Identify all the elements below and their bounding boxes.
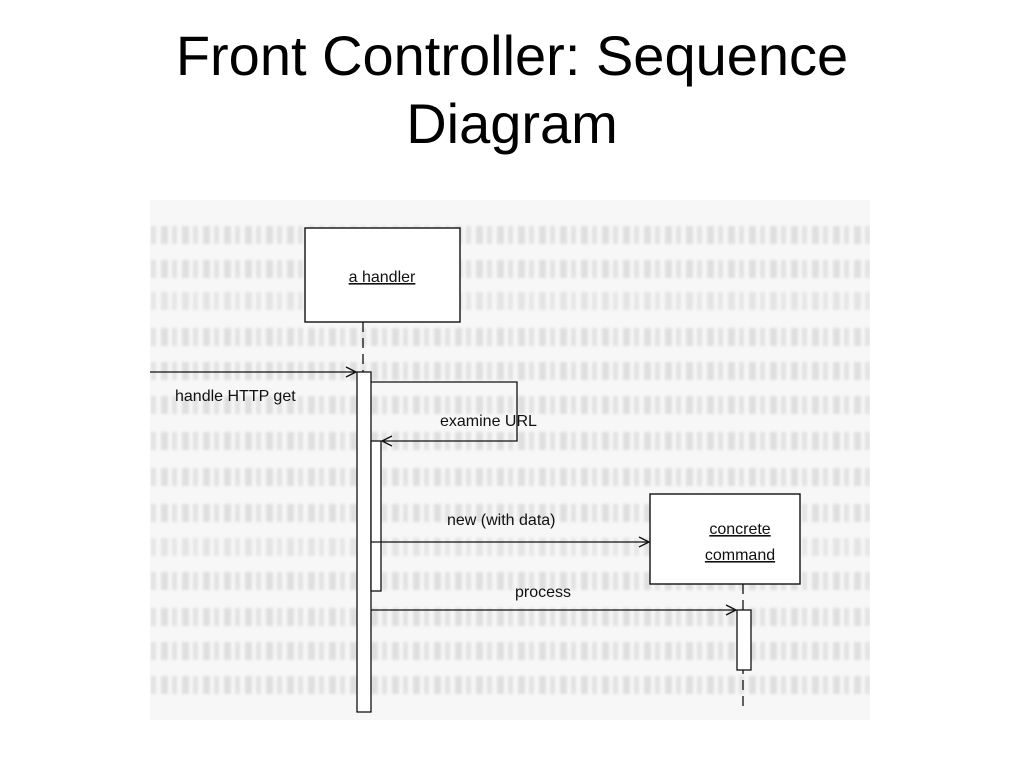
- command-activation-bar: [736, 609, 752, 671]
- participant-handler-label: a handler: [349, 269, 416, 286]
- participant-concrete-command: concrete command: [649, 493, 801, 585]
- participant-command-label-line-2: command: [705, 547, 775, 564]
- participant-command-label-line-1: concrete: [709, 521, 770, 538]
- message-handle-http-get-label: handle HTTP get: [175, 388, 296, 405]
- message-examine-url-label: examine URL: [440, 413, 537, 430]
- sequence-diagram-figure: a handler handle HTTP get examine URL co…: [150, 200, 870, 720]
- slide-title-line-2: Diagram: [406, 92, 618, 155]
- handler-nested-activation-bar: [370, 440, 382, 592]
- participant-handler: a handler: [304, 227, 461, 323]
- message-new-with-data-label: new (with data): [447, 512, 556, 529]
- slide-title-line-1: Front Controller: Sequence: [175, 24, 849, 87]
- message-examine-url-arrow: [371, 381, 518, 441]
- slide-title: Front Controller: Sequence Diagram: [0, 22, 1024, 158]
- participant-handler-box: [304, 227, 461, 323]
- participant-command-box: [649, 493, 801, 585]
- message-process-label: process: [515, 584, 571, 601]
- sequence-diagram: a handler handle HTTP get examine URL co…: [150, 227, 801, 713]
- handler-activation-bar: [356, 371, 372, 713]
